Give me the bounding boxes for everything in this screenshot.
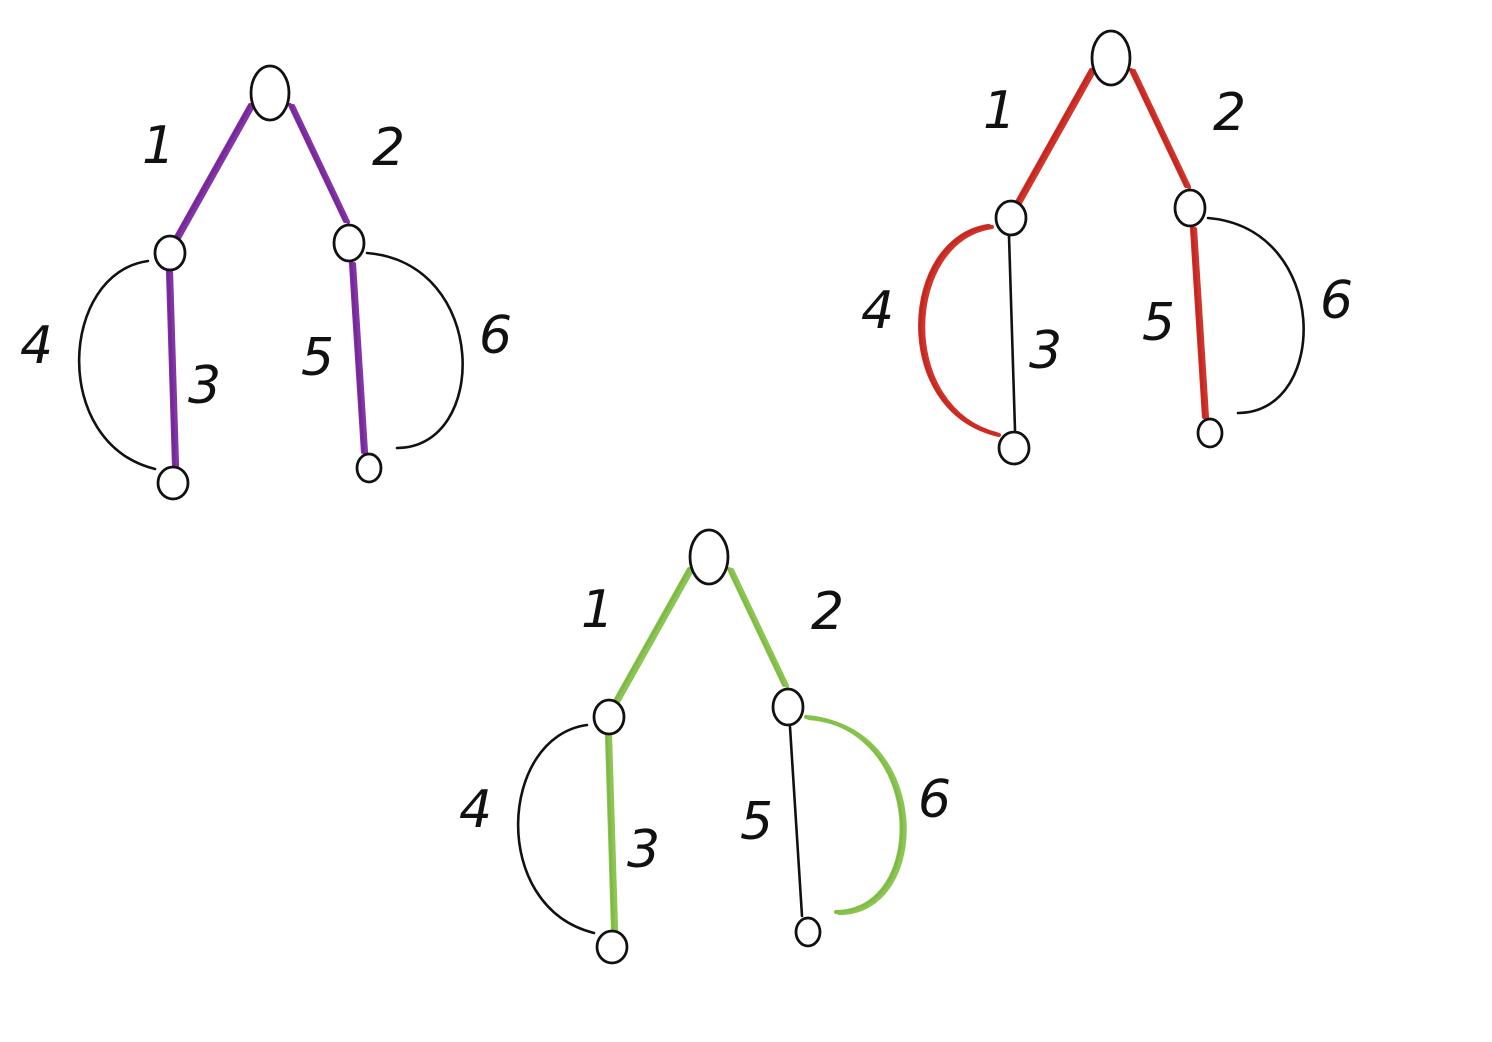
edge-1-highlight (612, 566, 692, 704)
node-L (153, 234, 187, 272)
node-R (1173, 188, 1207, 228)
node-LB (156, 465, 190, 501)
node-root (688, 528, 730, 586)
edge-1-highlight (173, 102, 253, 240)
edge-2-highlight (1128, 67, 1189, 189)
edge-2-highlight (287, 102, 348, 224)
edge-6-highlight (803, 714, 904, 915)
node-R (771, 687, 805, 727)
edge-4 (77, 259, 157, 471)
edge-label-6: 6 (918, 770, 951, 830)
edge-2-highlight-stroke (290, 103, 351, 225)
node-RB (794, 916, 822, 948)
edge-1-highlight (1014, 67, 1094, 205)
node-LB (595, 929, 629, 965)
edge-label-6: 6 (479, 306, 512, 366)
edge-5-highlight-stroke (1192, 226, 1210, 421)
node-RB (1196, 417, 1224, 449)
edge-label-5: 5 (1142, 293, 1175, 353)
edge-label-4: 4 (20, 316, 53, 376)
edge-label-5: 5 (740, 792, 773, 852)
edge-5 (788, 725, 804, 918)
node-root (249, 64, 291, 122)
graph-red: 1 2 3 4 5 6 (861, 29, 1353, 466)
edge-label-2: 2 (372, 118, 405, 178)
node-L (994, 199, 1028, 237)
edge-label-1: 1 (581, 580, 614, 640)
edge-label-3: 3 (627, 820, 660, 880)
graph-green: 1 2 3 4 5 6 (459, 528, 951, 965)
edge-4-highlight-stroke (921, 224, 1002, 438)
edge-4 (918, 224, 998, 436)
edge-5-highlight (1189, 225, 1207, 420)
edge-6-highlight-stroke (806, 715, 907, 916)
node-RB (355, 452, 383, 484)
edge-1-highlight-stroke (1017, 68, 1097, 206)
edge-2-highlight (726, 566, 787, 688)
edge-label-6: 6 (1320, 271, 1353, 331)
edge-5-highlight (348, 260, 366, 455)
edge-label-2: 2 (811, 582, 844, 642)
edge-3-highlight-stroke (168, 269, 180, 469)
edge-6 (1206, 216, 1305, 415)
edge-label-5: 5 (301, 328, 334, 388)
edge-2-highlight-stroke (1131, 68, 1192, 190)
edge-4-highlight (918, 223, 999, 437)
edge-5-highlight-stroke (351, 261, 369, 456)
edge-label-1: 1 (983, 81, 1016, 141)
edge-1-highlight-stroke (176, 103, 256, 241)
node-L (592, 698, 626, 736)
edge-1-highlight-stroke (615, 567, 695, 705)
edge-2-highlight-stroke (729, 567, 790, 689)
edge-label-3: 3 (1029, 321, 1062, 381)
graph-purple: 1 2 3 4 5 6 (20, 64, 512, 501)
edge-3-highlight-stroke (607, 733, 619, 933)
edge-6 (365, 251, 464, 450)
edge-3 (1007, 234, 1017, 432)
edge-3-highlight (165, 268, 177, 468)
edge-3-highlight (604, 732, 616, 932)
edge-label-3: 3 (188, 356, 221, 416)
edge-label-4: 4 (861, 281, 894, 341)
edge-label-1: 1 (142, 116, 175, 176)
node-R (332, 223, 366, 263)
edge-label-4: 4 (459, 780, 492, 840)
node-root (1090, 29, 1132, 87)
edge-label-2: 2 (1213, 83, 1246, 143)
edge-4 (516, 723, 596, 935)
node-LB (997, 430, 1031, 466)
